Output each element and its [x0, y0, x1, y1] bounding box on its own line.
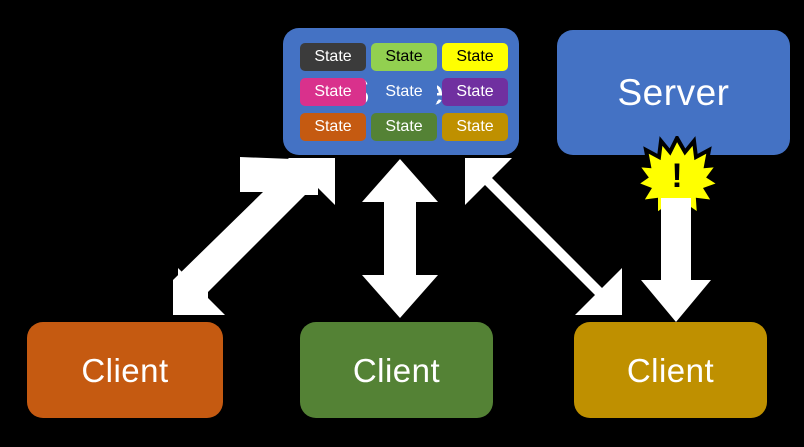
client-node-gold[interactable]: Client — [574, 322, 767, 418]
client-node-orange[interactable]: Client — [27, 322, 223, 418]
server-node-with-states[interactable]: Server State State State State State Sta… — [283, 28, 519, 155]
state-chip[interactable]: State — [371, 42, 437, 71]
state-chip-label: State — [456, 82, 494, 100]
connector-server-to-client-orange — [173, 157, 335, 315]
client-node-label: Client — [81, 351, 169, 389]
connector-server-to-client-gold — [465, 158, 622, 315]
state-chip[interactable]: State — [300, 42, 366, 71]
state-chip-label: State — [385, 82, 423, 100]
state-chip[interactable]: State — [371, 77, 437, 106]
state-chip[interactable]: State — [371, 112, 437, 141]
state-chip[interactable]: State — [442, 42, 508, 71]
state-chip-label: State — [314, 47, 352, 65]
server-node-faulted[interactable]: Server — [557, 30, 790, 155]
state-chip[interactable]: State — [442, 112, 508, 141]
fault-starburst-icon: ! — [631, 133, 725, 222]
state-chip-label: State — [456, 117, 494, 135]
server-node-label: Server — [617, 72, 730, 113]
state-chip-label: State — [456, 47, 494, 65]
client-node-green[interactable]: Client — [300, 322, 493, 418]
state-chip-grid: State State State State State State Stat… — [300, 42, 508, 141]
client-node-label: Client — [626, 351, 715, 389]
exclamation-mark-icon: ! — [671, 156, 683, 195]
state-chip-label: State — [385, 117, 423, 135]
state-chip-label: State — [314, 117, 352, 135]
state-chip[interactable]: State — [442, 77, 508, 106]
state-chip-label: State — [385, 47, 423, 65]
state-chip[interactable]: State — [300, 112, 366, 141]
client-node-label: Client — [352, 351, 441, 389]
state-chip[interactable]: State — [300, 77, 366, 106]
connector-server-to-client-green — [362, 159, 438, 318]
state-chip-label: State — [314, 82, 352, 100]
